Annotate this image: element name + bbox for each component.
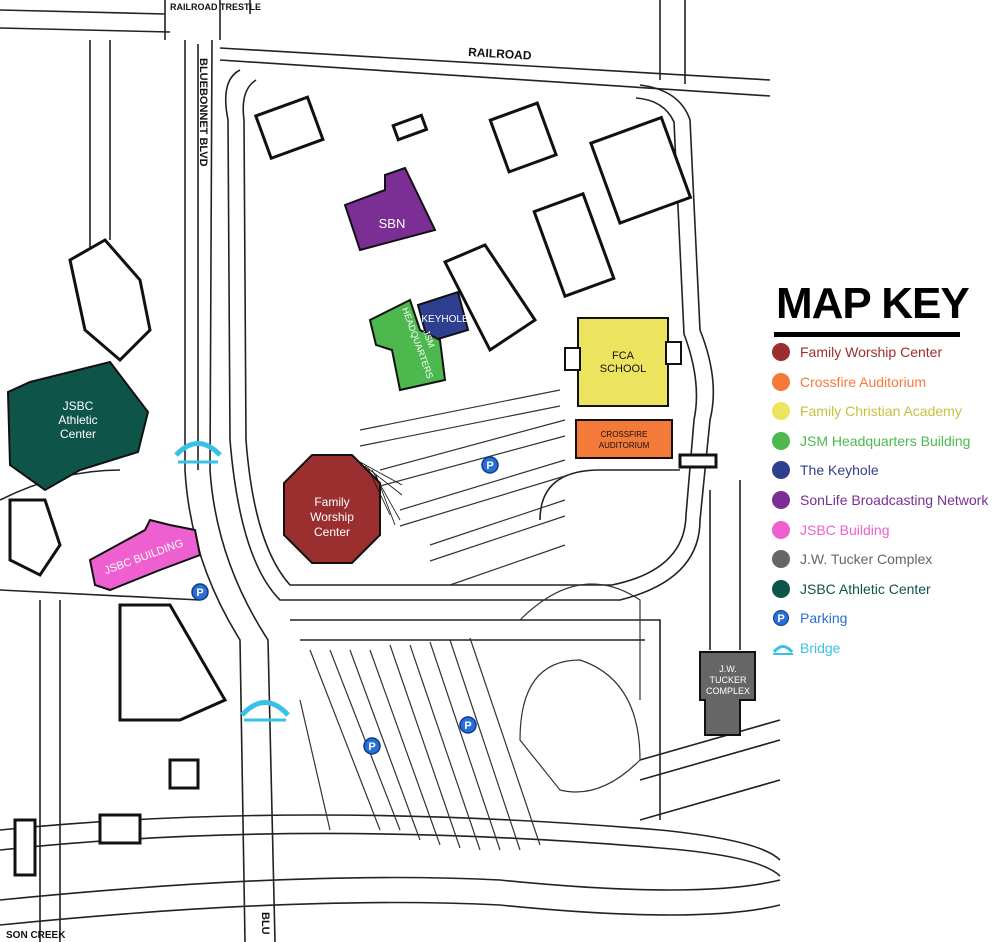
- other-buildings: [8, 95, 718, 877]
- bridge-icon-south: [240, 700, 290, 722]
- parking-icon-4[interactable]: P: [363, 737, 381, 755]
- map-key-item: Family Worship Center: [772, 342, 942, 362]
- map-key-item-label: Parking: [800, 610, 848, 627]
- map-key-item: Bridge: [772, 638, 840, 658]
- label-athletic-1: JSBC: [63, 399, 94, 413]
- map-key-item: JSBC Building: [772, 520, 890, 540]
- bridge-icon-north: [174, 441, 222, 464]
- road-network: [0, 0, 781, 942]
- street-label-railroad: RAILROAD: [468, 45, 532, 63]
- street-label-railroad-trestle: RAILROAD TRESTLE: [170, 2, 261, 12]
- parking-lot-south: [299, 637, 541, 851]
- building-fca-school[interactable]: FCA SCHOOL: [564, 317, 682, 407]
- street-label-bluebonnet: BLUEBONNET BLVD: [197, 58, 209, 167]
- street-label-bluebonnet-south: BLU: [259, 912, 271, 935]
- dot-icon: [772, 402, 790, 421]
- building-crossfire-auditorium[interactable]: CROSSFIRE AUDITORIUM: [575, 419, 673, 459]
- map-key-item: Family Christian Academy: [772, 401, 962, 421]
- label-fca-2: SCHOOL: [600, 363, 646, 375]
- label-sbn: SBN: [379, 216, 406, 231]
- dot-icon: [772, 343, 790, 361]
- parking-lot-east: [359, 389, 566, 586]
- dot-icon: [772, 372, 790, 391]
- bridge-icon: [772, 645, 794, 655]
- svg-text:P: P: [196, 587, 203, 599]
- label-fwc-2: Worship: [310, 510, 354, 524]
- map-key-item-label: JSBC Building: [800, 521, 890, 538]
- map-key-underline: [774, 332, 960, 337]
- street-label-creek: SON CREEK: [6, 930, 66, 941]
- map-key-item: SonLife Broadcasting Network: [772, 490, 988, 510]
- label-keyhole: KEYHOLE: [421, 314, 469, 325]
- label-fwc-1: Family: [314, 495, 349, 509]
- map-key-item-label: Family Christian Academy: [800, 403, 962, 420]
- label-athletic-2: Athletic: [58, 413, 97, 427]
- map-key-item-label: Family Worship Center: [800, 344, 943, 360]
- map-key-title: MAP KEY: [776, 279, 970, 328]
- parking-icon-1[interactable]: P: [481, 456, 499, 474]
- map-key-item-label: Bridge: [800, 640, 841, 656]
- map-key-item-label: SonLife Broadcasting Network: [800, 492, 989, 508]
- map-key-item: J.W. Tucker Complex: [772, 549, 932, 569]
- building-jw-tucker-complex[interactable]: J.W. TUCKER COMPLEX: [699, 651, 756, 736]
- dot-icon: [772, 579, 790, 598]
- building-keyhole[interactable]: KEYHOLE: [416, 290, 470, 344]
- parking-icon-3[interactable]: P: [459, 716, 477, 734]
- map-key-item-label: J.W. Tucker Complex: [800, 551, 933, 568]
- label-fca-1: FCA: [612, 350, 635, 362]
- map-key-item: Crossfire Auditorium: [772, 372, 926, 392]
- svg-text:P: P: [368, 741, 375, 753]
- dot-icon: [772, 550, 790, 569]
- building-sbn[interactable]: SBN: [343, 166, 437, 252]
- svg-text:P: P: [464, 720, 471, 732]
- building-family-worship-center[interactable]: Family Worship Center: [283, 454, 403, 564]
- map-key-item-label: JSM Headquarters Building: [800, 432, 971, 449]
- dot-icon: [772, 461, 790, 480]
- building-jsbc[interactable]: JSBC BUILDING: [88, 518, 202, 592]
- label-tucker-3: COMPLEX: [706, 686, 750, 696]
- map-key-item: JSBC Athletic Center: [772, 579, 931, 599]
- parking-icon: P: [773, 610, 789, 627]
- map-key-item: P Parking: [772, 608, 847, 628]
- label-crossfire-1: CROSSFIRE: [601, 430, 648, 439]
- map-key-item-label: Crossfire Auditorium: [800, 373, 927, 390]
- ball-fields: [519, 583, 641, 793]
- svg-text:P: P: [486, 460, 493, 472]
- label-crossfire-2: AUDITORIUM: [599, 441, 650, 450]
- map-key-item-label: JSBC Athletic Center: [800, 580, 931, 597]
- dot-icon: [772, 520, 790, 539]
- dot-icon: [772, 491, 790, 509]
- building-jsbc-athletic-center[interactable]: JSBC Athletic Center: [6, 360, 150, 492]
- map-key-item: JSM Headquarters Building: [772, 431, 970, 451]
- map-key-item-label: The Keyhole: [800, 462, 879, 479]
- dot-icon: [772, 431, 790, 450]
- label-athletic-3: Center: [60, 427, 96, 441]
- parking-icon-2[interactable]: P: [191, 583, 209, 601]
- map-key-item: The Keyhole: [772, 460, 879, 480]
- label-fwc-3: Center: [314, 525, 350, 539]
- label-tucker-1: J.W.: [719, 664, 737, 674]
- label-tucker-2: TUCKER: [709, 675, 747, 685]
